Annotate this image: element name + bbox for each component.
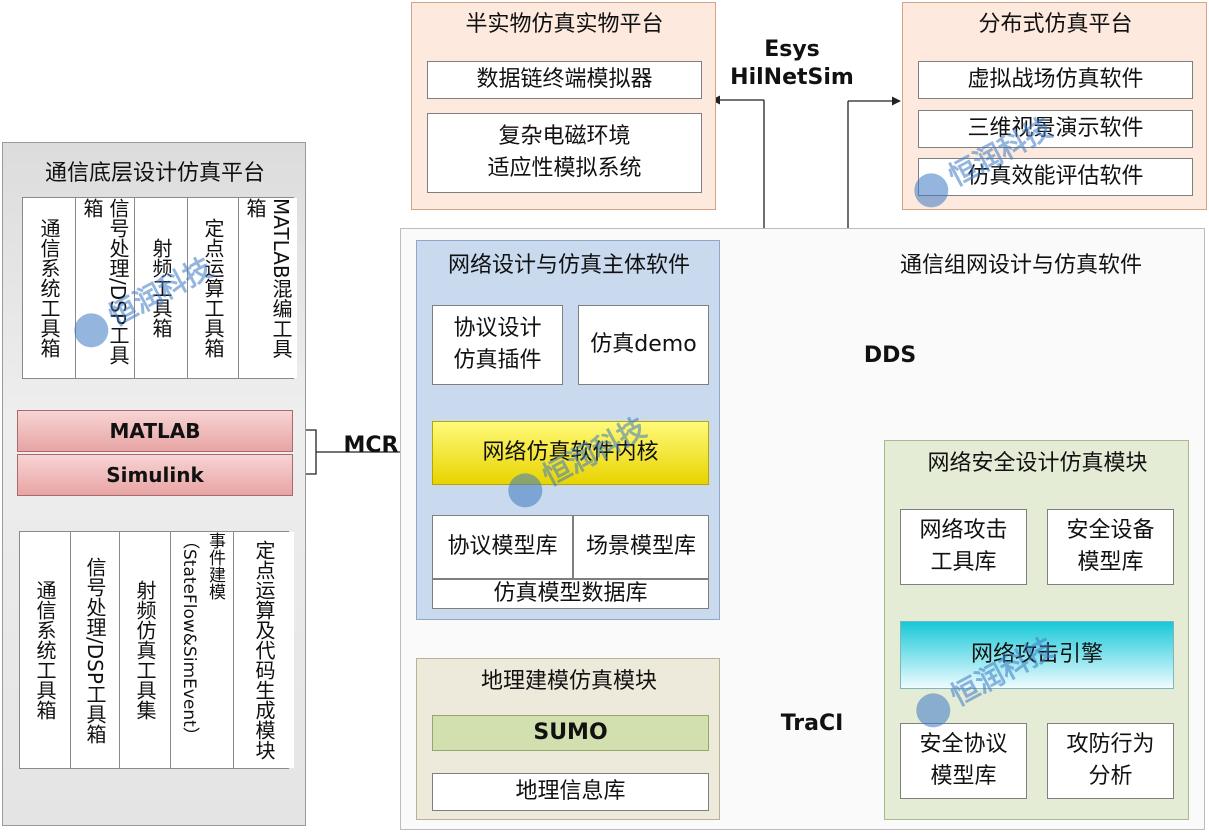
geo-module: 地理建模仿真模块 SUMO 地理信息库 <box>416 658 720 820</box>
comm-platform-title: 通信底层设计仿真平台 <box>44 161 265 186</box>
protocol-plugin-box: 协议设计 仿真插件 <box>432 305 563 385</box>
main-software: 网络设计与仿真主体软件 协议设计 仿真插件 仿真demo 网络仿真软件内核 协议… <box>416 240 720 620</box>
bottom-tool-rf: 射频仿真工具集 <box>120 532 171 768</box>
sumo-box: SUMO <box>432 715 709 751</box>
distributed-platform: 分布式仿真平台 虚拟战场仿真软件 三维视景演示软件 仿真效能评估软件 <box>902 2 1207 210</box>
protocol-model-lib: 协议模型库 <box>432 515 573 579</box>
distributed-item-3d-view: 三维视景演示软件 <box>918 110 1193 148</box>
hil-platform-title: 半实物仿真实物平台 <box>465 12 664 37</box>
main-software-title: 网络设计与仿真主体软件 <box>447 253 690 278</box>
esys-label: Esys HilNetSim <box>730 37 854 90</box>
traci-label: TraCI <box>780 711 844 736</box>
sim-demo-box: 仿真demo <box>578 305 709 385</box>
bottom-tools-group: 通信系统工具箱 信号处理/DSP工具箱 射频仿真工具集 事件建模（StateFl… <box>19 531 294 769</box>
security-module: 网络安全设计仿真模块 网络攻击 工具库 安全设备 模型库 网络攻击引擎 安全协议… <box>884 440 1189 820</box>
security-device-lib: 安全设备 模型库 <box>1047 509 1174 585</box>
attack-tools-lib: 网络攻击 工具库 <box>900 509 1027 585</box>
attack-defense-analysis: 攻防行为 分析 <box>1047 723 1174 799</box>
top-tool-matlab-mixed: MATLAB混编工具箱 <box>239 198 297 378</box>
dds-label: DDS <box>863 343 917 368</box>
top-tool-comm: 通信系统工具箱 <box>23 198 76 378</box>
top-tool-fixed: 定点运算工具箱 <box>188 198 239 378</box>
sim-model-db: 仿真模型数据库 <box>432 579 709 609</box>
security-protocol-lib: 安全协议 模型库 <box>900 723 1027 799</box>
geo-module-title: 地理建模仿真模块 <box>480 669 657 694</box>
top-tool-rf: 射频工具箱 <box>135 198 188 378</box>
hil-item-em-env: 复杂电磁环境 适应性模拟系统 <box>427 113 702 193</box>
matlab-block: MATLAB <box>17 410 293 452</box>
scenario-model-lib: 场景模型库 <box>573 515 709 579</box>
bottom-tool-fixed-codegen: 定点运算及代码生成模块 <box>234 532 294 768</box>
distributed-platform-title: 分布式仿真平台 <box>978 12 1133 37</box>
attack-engine: 网络攻击引擎 <box>900 621 1174 689</box>
network-software-title: 通信组网设计与仿真软件 <box>899 253 1142 278</box>
security-module-title: 网络安全设计仿真模块 <box>927 451 1148 476</box>
distributed-item-evaluation: 仿真效能评估软件 <box>918 158 1193 196</box>
distributed-item-battlefield: 虚拟战场仿真软件 <box>918 61 1193 99</box>
comm-platform: 通信底层设计仿真平台 通信系统工具箱 信号处理/DSP工具箱 射频工具箱 定点运… <box>2 142 306 826</box>
simulink-block: Simulink <box>17 454 293 496</box>
bottom-tool-comm: 通信系统工具箱 <box>20 532 71 768</box>
bottom-tool-dsp: 信号处理/DSP工具箱 <box>71 532 120 768</box>
hil-item-datalink: 数据链终端模拟器 <box>427 61 702 99</box>
hil-platform: 半实物仿真实物平台 数据链终端模拟器 复杂电磁环境 适应性模拟系统 <box>411 2 716 210</box>
top-tool-dsp: 信号处理/DSP工具箱 <box>76 198 135 378</box>
mcr-label: MCR <box>343 433 399 458</box>
bottom-tool-event: 事件建模（StateFlow&SimEvent） <box>171 532 234 768</box>
sim-kernel-box: 网络仿真软件内核 <box>432 421 709 485</box>
geo-info-db: 地理信息库 <box>432 773 709 811</box>
top-tools-group: 通信系统工具箱 信号处理/DSP工具箱 射频工具箱 定点运算工具箱 MATLAB… <box>22 197 297 379</box>
